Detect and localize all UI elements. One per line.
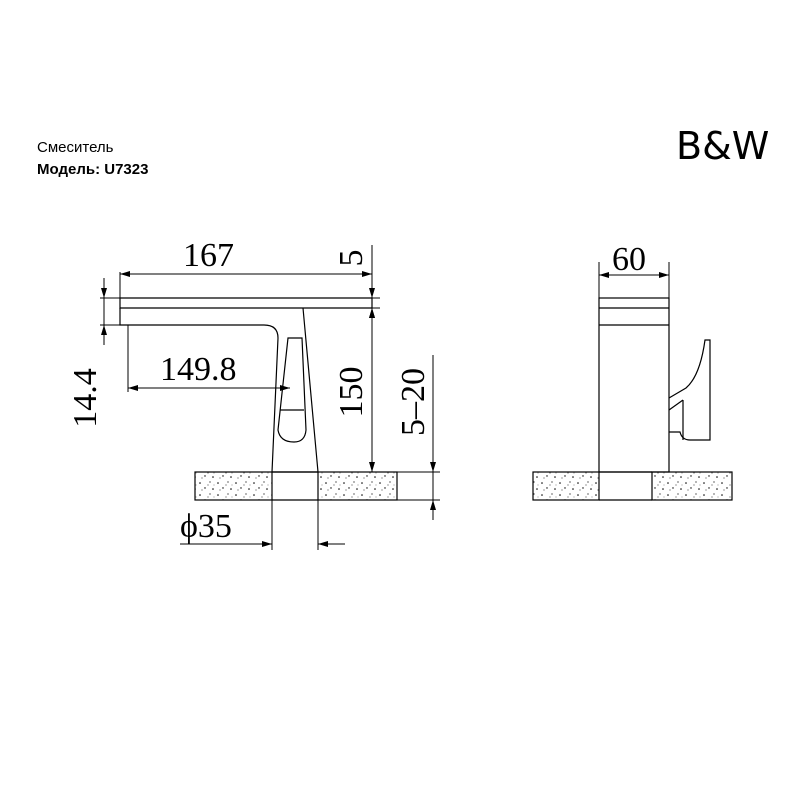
front-body (598, 297, 670, 473)
countertop-front-left (532, 471, 600, 501)
dim-base-diameter: ϕ35 (180, 508, 232, 545)
front-view (532, 297, 733, 501)
front-lever (668, 339, 711, 441)
faucet-body (119, 307, 319, 473)
product-type: Смеситель (37, 139, 114, 156)
model-number: Модель: U7323 (37, 161, 149, 178)
countertop-right-slab (317, 471, 398, 501)
faucet-handle (277, 337, 307, 443)
dim-mount-thickness: 5–20 (395, 368, 432, 436)
faucet-top-plate (119, 297, 373, 309)
dim-height: 150 (333, 367, 370, 418)
dim-length: 167 (183, 237, 234, 274)
side-dimensions (100, 245, 440, 550)
side-dimension-labels: 167 5 149.8 14.4 150 5–20 ϕ35 (67, 237, 432, 545)
front-dimensions (598, 262, 670, 298)
countertop-front-right (651, 471, 733, 501)
dim-spout-gap: 14.4 (67, 368, 104, 428)
dim-width: 60 (612, 241, 646, 278)
dim-handle-height: 5 (333, 250, 370, 267)
countertop-left-slab (194, 471, 273, 501)
dim-spout-reach: 149.8 (160, 351, 237, 388)
brand-logo: B&W (676, 124, 770, 168)
